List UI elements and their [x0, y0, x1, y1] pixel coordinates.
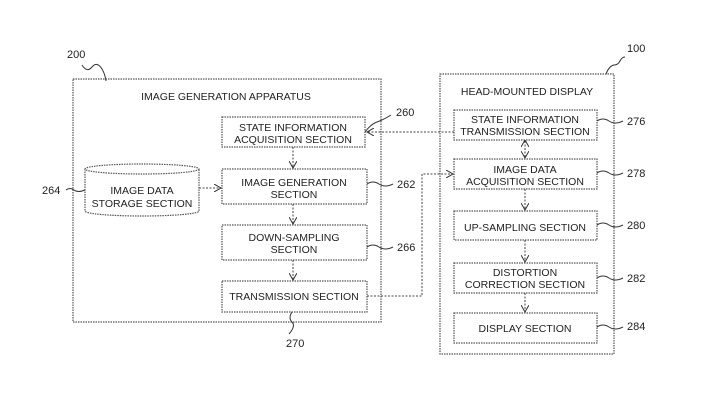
- hmd-title: HEAD-MOUNTED DISPLAY: [461, 86, 593, 98]
- head-mounted-display: HEAD-MOUNTED DISPLAY 100: [439, 43, 645, 355]
- storage-leader: [65, 188, 86, 192]
- block-280-leader: [596, 222, 624, 228]
- block-262: IMAGE GENERATION SECTION 262: [221, 168, 415, 205]
- block-278-label-1: IMAGE DATA: [493, 164, 556, 176]
- block-270: TRANSMISSION SECTION 270: [221, 280, 368, 350]
- storage-top: [84, 163, 200, 175]
- block-270-ref: 270: [286, 338, 304, 350]
- block-276-ref: 276: [627, 116, 645, 128]
- arrow-270-to-278: [367, 174, 453, 297]
- block-284: DISPLAY SECTION 284: [453, 312, 645, 344]
- block-260-label-2: ACQUISITION SECTION: [234, 134, 352, 146]
- block-282-label-2: CORRECTION SECTION: [465, 279, 585, 291]
- block-280-label-1: UP-SAMPLING SECTION: [464, 222, 586, 234]
- storage-ref: 264: [42, 185, 60, 197]
- block-282-leader: [596, 275, 624, 281]
- block-278-label-2: ACQUISITION SECTION: [466, 176, 584, 188]
- storage-label-1: IMAGE DATA: [110, 185, 173, 197]
- storage-body: [84, 169, 200, 217]
- block-278-leader: [596, 170, 624, 176]
- block-262-label-2: SECTION: [271, 189, 318, 201]
- block-266-label-2: SECTION: [271, 244, 318, 256]
- block-270-leader: [288, 311, 294, 335]
- block-266-label-1: DOWN-SAMPLING: [248, 232, 339, 244]
- block-270-label-1: TRANSMISSION SECTION: [229, 291, 359, 303]
- block-276: STATE INFORMATION TRANSMISSION SECTION 2…: [453, 109, 645, 141]
- block-280: UP-SAMPLING SECTION 280: [453, 210, 645, 241]
- block-284-ref: 284: [627, 321, 645, 333]
- block-262-leader: [366, 181, 394, 187]
- block-276-label-2: TRANSMISSION SECTION: [460, 126, 590, 138]
- block-262-ref: 262: [397, 179, 415, 191]
- block-284-label-1: DISPLAY SECTION: [479, 323, 572, 335]
- storage-label-2: STORAGE SECTION: [92, 198, 193, 210]
- block-260: STATE INFORMATION ACQUISITION SECTION 26…: [221, 107, 414, 148]
- block-260-ref: 260: [396, 107, 414, 119]
- image-data-storage-section: IMAGE DATA STORAGE SECTION 264: [42, 163, 200, 217]
- block-278-ref: 278: [627, 168, 645, 180]
- block-266-leader: [366, 244, 394, 250]
- block-278: IMAGE DATA ACQUISITION SECTION 278: [453, 158, 645, 190]
- block-284-leader: [596, 324, 624, 330]
- apparatus-title: IMAGE GENERATION APPARATUS: [141, 91, 311, 103]
- block-276-label-1: STATE INFORMATION: [471, 114, 579, 126]
- block-266-ref: 266: [397, 242, 415, 254]
- block-262-label-1: IMAGE GENERATION: [241, 177, 346, 189]
- block-260-label-1: STATE INFORMATION: [239, 122, 347, 134]
- apparatus-ref: 200: [67, 49, 85, 61]
- block-276-leader: [596, 118, 624, 124]
- block-260-leader: [364, 114, 392, 133]
- hmd-leader: [605, 56, 626, 75]
- block-282-ref: 282: [627, 273, 645, 285]
- hmd-ref: 100: [627, 43, 645, 55]
- block-282: DISTORTION CORRECTION SECTION 282: [453, 262, 645, 294]
- apparatus-leader: [81, 63, 107, 82]
- block-282-label-1: DISTORTION: [493, 267, 557, 279]
- block-280-ref: 280: [627, 220, 645, 232]
- block-266: DOWN-SAMPLING SECTION 266: [221, 224, 415, 261]
